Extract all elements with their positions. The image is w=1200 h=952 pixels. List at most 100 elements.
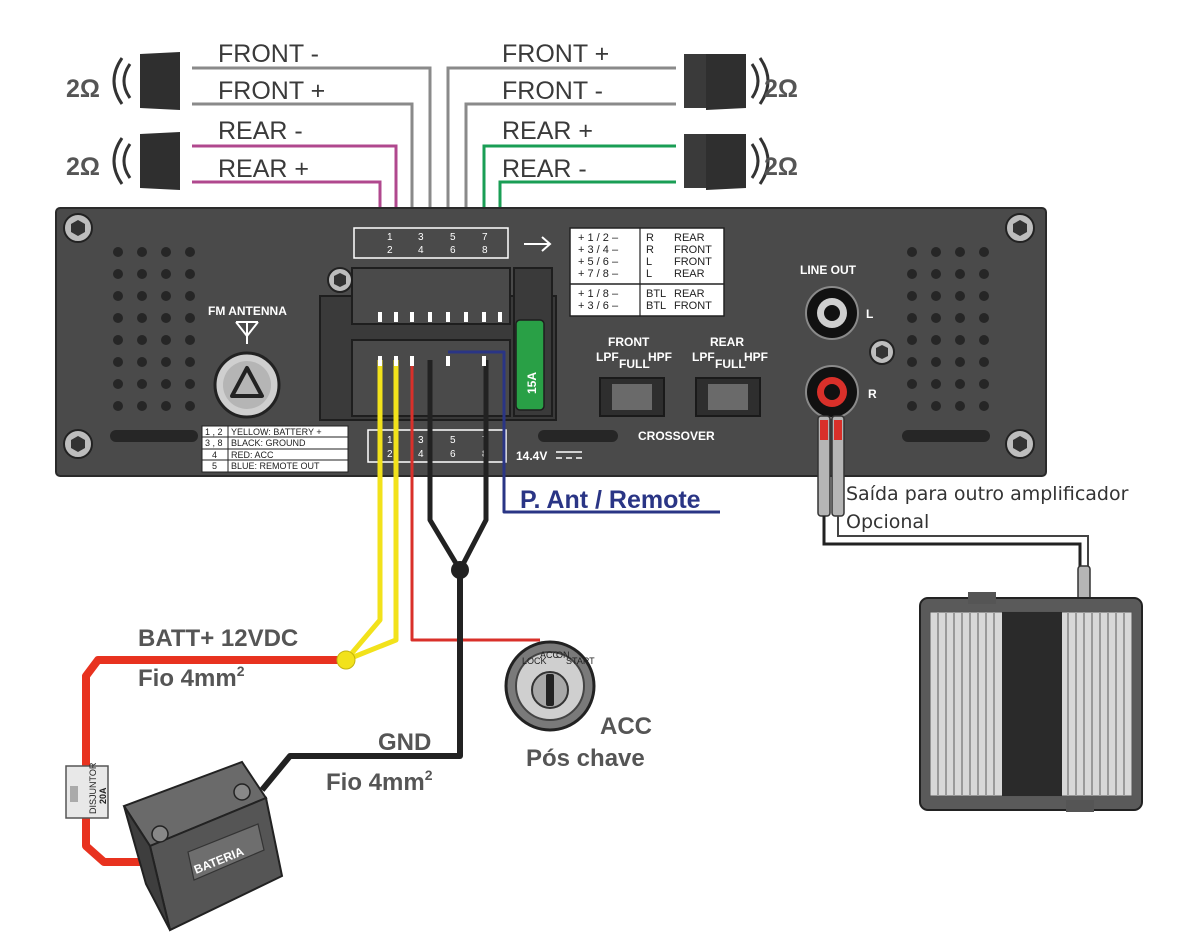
pin-number: 1 bbox=[387, 435, 393, 446]
wire-label-left-front-neg: FRONT - bbox=[218, 40, 319, 68]
crossover-front-label: FRONT bbox=[608, 335, 650, 349]
gnd-wire-label: Fio 4mm2 bbox=[326, 767, 433, 796]
connector-pins-top bbox=[378, 312, 502, 322]
gnd-label: GND bbox=[378, 729, 431, 756]
remote-label: P. Ant / Remote bbox=[520, 486, 701, 514]
acc-sub-label: Pós chave bbox=[526, 745, 645, 772]
wire-label-left-rear-pos: REAR + bbox=[218, 155, 309, 183]
power-desc: BLACK: GROUND bbox=[231, 438, 306, 448]
dc-symbol-icon bbox=[556, 451, 582, 459]
speaker-table-pins: + 3 / 4 – bbox=[578, 244, 619, 256]
wire-label-right-front-pos: FRONT + bbox=[502, 40, 609, 68]
fm-antenna-jack[interactable] bbox=[213, 351, 281, 419]
speaker-table-side: R bbox=[646, 232, 654, 244]
rca-left-label: L bbox=[866, 307, 873, 321]
speaker-table bbox=[569, 227, 725, 317]
top-pin-legend bbox=[353, 227, 509, 259]
hpf-label: HPF bbox=[744, 350, 768, 364]
full-label: FULL bbox=[619, 357, 650, 371]
crossover-switch-rear[interactable] bbox=[695, 377, 761, 417]
ignition-switch bbox=[504, 640, 596, 732]
speaker-table-side: L bbox=[646, 268, 652, 280]
speaker-table-channel: REAR bbox=[674, 232, 705, 244]
speaker-table-channel: FRONT bbox=[674, 256, 712, 268]
bottom-pin-legend bbox=[367, 429, 507, 463]
speaker-table-pins: + 7 / 8 – bbox=[578, 268, 619, 280]
pin-number: 6 bbox=[450, 245, 456, 256]
ignition-lock: LOCK bbox=[522, 656, 547, 666]
power-desc: BLUE: REMOTE OUT bbox=[231, 461, 320, 471]
pin-number: 3 bbox=[418, 232, 424, 243]
speaker-table-pins: + 3 / 6 – bbox=[578, 300, 619, 312]
crossover-switch-front[interactable] bbox=[599, 377, 665, 417]
speaker-table-channel: REAR bbox=[674, 268, 705, 280]
rca-right-label: R bbox=[868, 387, 877, 401]
ohm-left-bottom: 2Ω bbox=[66, 153, 100, 181]
pin-number: 7 bbox=[482, 232, 488, 243]
pin-number: 2 bbox=[387, 245, 393, 256]
speaker-table-channel: REAR bbox=[674, 288, 705, 300]
battery bbox=[122, 760, 284, 932]
speaker-right-rear bbox=[684, 134, 770, 190]
wire-junction-ground bbox=[451, 561, 469, 579]
line-out-note: Saída para outro amplificador bbox=[846, 483, 1129, 505]
rca-cable bbox=[817, 415, 1091, 607]
pin-number: 8 bbox=[482, 245, 488, 256]
hpf-label: HPF bbox=[648, 350, 672, 364]
fuse-15a[interactable] bbox=[515, 319, 545, 411]
power-pin: 3 , 8 bbox=[205, 438, 223, 448]
antenna-icon bbox=[235, 321, 259, 344]
screw-icon bbox=[1005, 429, 1035, 459]
acc-label: ACC bbox=[600, 713, 652, 740]
pin-number: 4 bbox=[418, 245, 424, 256]
pin-number: 5 bbox=[450, 232, 456, 243]
external-amplifier bbox=[919, 592, 1143, 812]
crossover-rear-label: REAR bbox=[710, 335, 744, 349]
power-desc: YELLOW: BATTERY + bbox=[231, 427, 322, 437]
speaker-table-pins: + 1 / 2 – bbox=[578, 232, 619, 244]
screw-icon bbox=[869, 339, 895, 365]
speaker-table-side: BTL bbox=[646, 300, 666, 312]
speaker-table-side: BTL bbox=[646, 288, 666, 300]
power-table bbox=[201, 425, 349, 473]
speaker-table-side: R bbox=[646, 244, 654, 256]
arrow-right-icon bbox=[524, 236, 552, 252]
speaker-table-pins: + 1 / 8 – bbox=[578, 288, 619, 300]
power-pin: 4 bbox=[212, 450, 217, 460]
ignition-acc: ACC bbox=[540, 650, 560, 660]
ohm-right-top: 2Ω bbox=[764, 75, 798, 103]
screw-icon bbox=[63, 429, 93, 459]
breaker-rating: 20A bbox=[98, 787, 108, 804]
wire-label-right-front-neg: FRONT - bbox=[502, 77, 603, 105]
wire-junction-battery bbox=[336, 650, 356, 670]
power-pin: 5 bbox=[212, 461, 217, 471]
pin-number: 4 bbox=[418, 449, 424, 460]
speaker-table-side: L bbox=[646, 256, 652, 268]
ohm-left-top: 2Ω bbox=[66, 75, 100, 103]
speaker-table-channel: FRONT bbox=[674, 244, 712, 256]
crossover-label: CROSSOVER bbox=[638, 429, 715, 443]
batt-label: BATT+ 12VDC bbox=[138, 625, 298, 652]
rca-jack-left[interactable] bbox=[805, 286, 859, 340]
wire-label-right-rear-neg: REAR - bbox=[502, 155, 587, 183]
wire-label-right-rear-pos: REAR + bbox=[502, 117, 593, 145]
ohm-right-bottom: 2Ω bbox=[764, 153, 798, 181]
speaker-right-front bbox=[684, 54, 770, 110]
speaker-left-rear bbox=[112, 132, 180, 190]
vent-right bbox=[538, 247, 990, 442]
breaker-label: DISJUNTOR bbox=[88, 762, 98, 814]
speaker-table-pins: + 5 / 6 – bbox=[578, 256, 619, 268]
speaker-left-front bbox=[112, 52, 180, 110]
pin-number: 1 bbox=[387, 232, 393, 243]
power-desc: RED: ACC bbox=[231, 450, 274, 460]
ignition-start: START bbox=[566, 656, 595, 666]
speaker-table-channel: FRONT bbox=[674, 300, 712, 312]
pin-number: 5 bbox=[450, 435, 456, 446]
pin-number: 2 bbox=[387, 449, 393, 460]
lpf-label: LPF bbox=[692, 350, 715, 364]
ignition-on: ON bbox=[556, 650, 570, 660]
rca-jack-right[interactable] bbox=[805, 365, 859, 419]
power-wires bbox=[82, 350, 720, 866]
full-label: FULL bbox=[715, 357, 746, 371]
line-out-label: LINE OUT bbox=[800, 263, 857, 277]
